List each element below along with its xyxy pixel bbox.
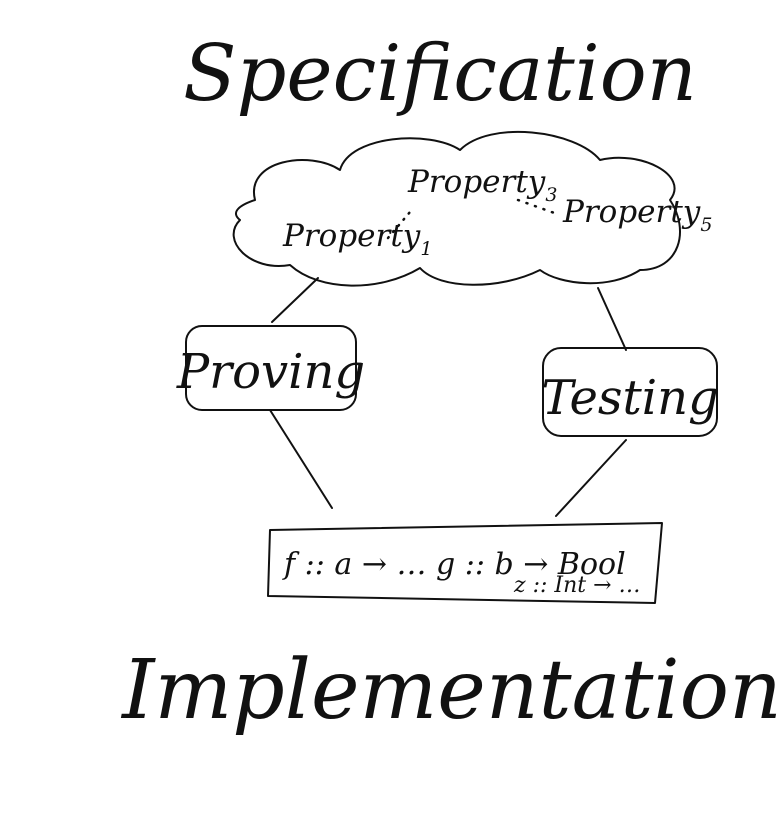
- code-line-2: z :: Int → …: [513, 573, 641, 598]
- dots-1-3: [386, 210, 412, 240]
- property-3-label: Property: [407, 164, 546, 200]
- line-cloud-to-proving: [271, 277, 319, 323]
- implementation-code-box: [267, 522, 663, 604]
- property-5-subscript: 5: [700, 214, 712, 236]
- property-1-label: Property: [282, 218, 421, 254]
- property-1: Property1: [282, 218, 432, 260]
- line-proving-to-code: [269, 409, 333, 509]
- property-5-label: Property: [562, 194, 701, 230]
- line-testing-to-code: [555, 439, 627, 517]
- testing-box: [542, 347, 718, 437]
- implementation-title: Implementation: [120, 643, 777, 738]
- line-cloud-to-testing: [597, 287, 627, 351]
- property-3: Property3: [407, 164, 557, 206]
- properties-cloud: [232, 130, 681, 287]
- dots-3-5: [516, 198, 562, 217]
- property-1-subscript: 1: [420, 238, 432, 260]
- code-line-1: f :: a → … g :: b → Bool: [282, 547, 626, 582]
- proving-label: Proving: [176, 344, 365, 400]
- testing-label: Testing: [541, 370, 719, 426]
- specification-title: Specification: [183, 29, 697, 119]
- property-5: Property5: [562, 194, 712, 236]
- property-3-subscript: 3: [545, 184, 557, 206]
